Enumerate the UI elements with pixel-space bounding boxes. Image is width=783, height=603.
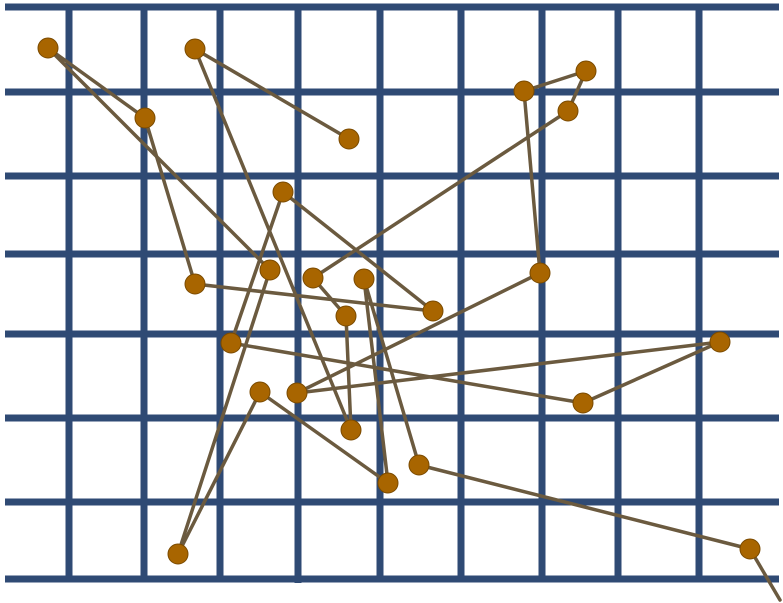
path-segment-5 [229,190,285,345]
path-segment-7 [581,340,722,405]
path-segment-1 [46,46,147,120]
path-segment-15 [344,314,353,432]
path-point-1 [37,37,59,59]
path-segment-11 [522,69,588,93]
path-segment-19 [176,268,272,556]
path-segment-21 [258,390,390,485]
path-point-25 [739,538,761,560]
path-point-7 [572,392,594,414]
path-segment-2 [143,116,197,286]
path-segment-10 [522,89,542,275]
path-point-11 [513,80,535,102]
path-segment-8 [295,340,722,395]
path-segment-17 [193,47,351,141]
path-segment-20 [176,390,262,556]
path-point-9 [286,382,308,404]
path-point-2 [134,107,156,129]
path-lines [46,46,782,602]
path-segment-18 [46,46,272,272]
path-point-15 [335,305,357,327]
path-point-17 [184,38,206,60]
path-segment-4 [281,190,435,313]
path-segment-24 [417,463,752,551]
path-point-21 [249,381,271,403]
path-point-18 [338,128,360,150]
path-point-23 [353,268,375,290]
path-points [37,37,761,565]
path-point-8 [709,331,731,353]
path-point-5 [272,181,294,203]
path-point-24 [408,454,430,476]
path-point-6 [220,332,242,354]
path-segment-6 [229,341,585,405]
path-point-19 [259,259,281,281]
path-point-12 [575,60,597,82]
path-point-3 [184,273,206,295]
grid [5,3,779,583]
path-point-4 [422,300,444,322]
path-point-13 [557,100,579,122]
path-point-16 [340,419,362,441]
path-segment-13 [311,109,570,280]
path-point-20 [167,543,189,565]
path-point-10 [529,262,551,284]
path-point-14 [302,267,324,289]
path-segment-9 [295,271,542,395]
path-segment-23 [362,277,421,467]
path-point-22 [377,472,399,494]
path-segment-22 [362,277,390,485]
path-segment-3 [193,282,435,313]
path-segment-16 [193,47,353,432]
